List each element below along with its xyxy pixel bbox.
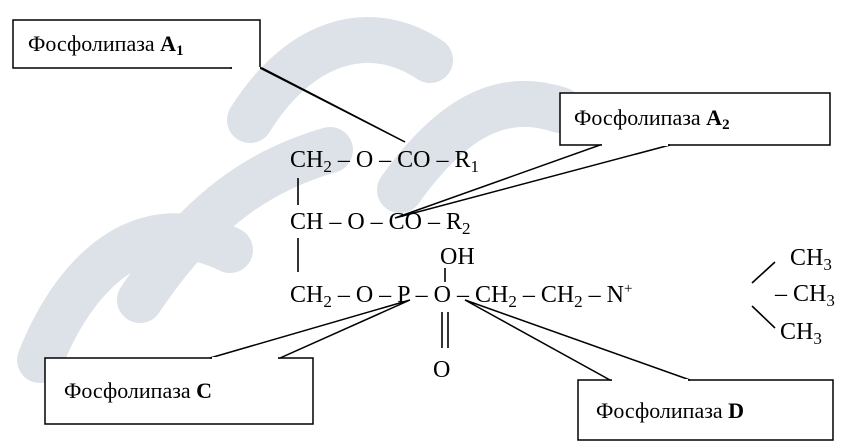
bond-n-ch3-bottom bbox=[751, 305, 776, 329]
formula-row-3: CH2 – O – P – O – CH2 – CH2 – N+ bbox=[290, 281, 633, 311]
formula-row-1: CH2 – O – CO – R1 bbox=[290, 147, 480, 176]
label-phospholipase-d: Фосфолипаза D bbox=[596, 398, 745, 423]
callout-pointer-d bbox=[464, 299, 691, 381]
label-phospholipase-a2: Фосфолипаза A2 bbox=[574, 105, 730, 133]
callout-box-a1 bbox=[12, 19, 261, 69]
callout-box-d bbox=[577, 379, 834, 441]
formula-row-2: CH – O – CO – R2 bbox=[290, 209, 471, 238]
formula-methyl-top: CH3 bbox=[790, 245, 832, 274]
label-phospholipase-c: Фосфолипаза C bbox=[64, 378, 213, 403]
callout-box-c bbox=[44, 357, 314, 425]
callout-box-a2 bbox=[559, 92, 831, 146]
label-phospholipase-a1: Фосфолипаза A1 bbox=[28, 31, 184, 59]
formula-methyl-bottom: CH3 bbox=[780, 319, 822, 348]
formula-oh: OH bbox=[440, 244, 475, 270]
formula-oxygen: O bbox=[433, 357, 451, 383]
callout-pointer-a1 bbox=[230, 67, 406, 143]
bond-n-ch3-top bbox=[751, 261, 776, 284]
formula-methyl-middle: – CH3 bbox=[775, 281, 835, 310]
